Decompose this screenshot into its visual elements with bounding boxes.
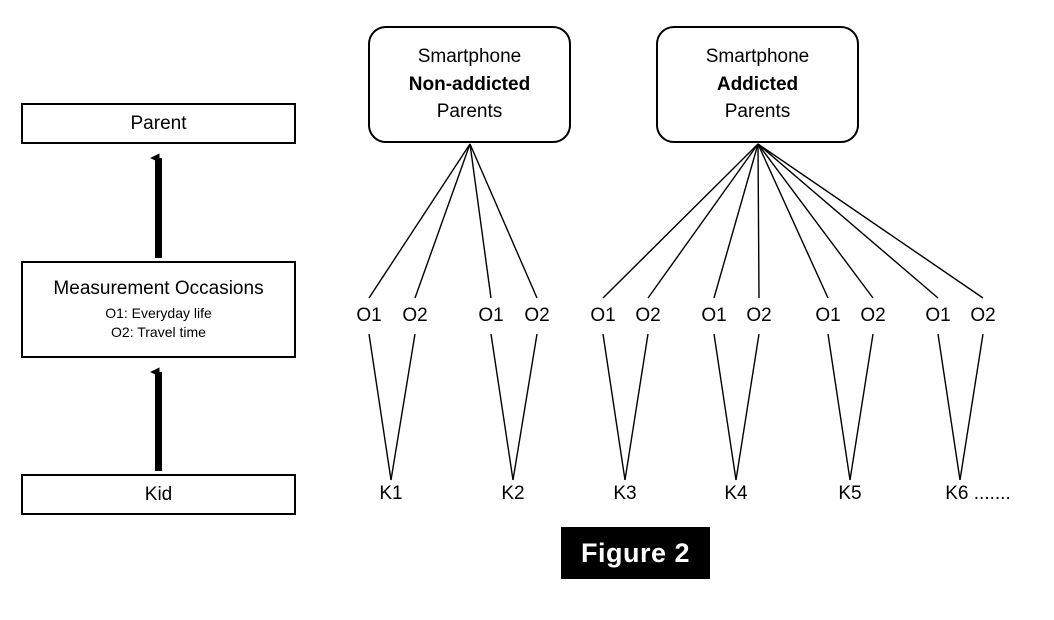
node-measurement-occasions: Measurement Occasions O1: Everyday life … [21,261,296,358]
group-addicted-line1: Smartphone [705,46,810,68]
occasion-label-5: O1 [590,305,616,326]
node-measurement-occasions-title: Measurement Occasions [53,278,264,300]
group-non-addicted-line1: Smartphone [417,46,522,68]
node-kid: Kid [21,474,296,515]
kid-label-3: K3 [613,483,637,504]
occasion-label-9: O1 [815,305,841,326]
occasion-label-3: O1 [478,305,504,326]
kid-label-2: K2 [501,483,525,504]
group-addicted-parents: Smartphone Addicted Parents [656,26,859,143]
group-non-addicted-line2: Non-addicted [408,73,531,95]
occasion-label-12: O2 [970,305,996,326]
fan-non-addicted [368,143,538,299]
occasion-label-7: O1 [701,305,727,326]
occasion-label-4: O2 [524,305,550,326]
kid-label-6: K6 ....... [945,483,1011,504]
kid-label-1: K1 [379,483,403,504]
group-non-addicted-parents: Smartphone Non-addicted Parents [368,26,571,143]
node-kid-title: Kid [144,483,173,505]
node-parent: Parent [21,103,296,144]
occasion-definition-o1: O1: Everyday life [105,304,212,321]
occasion-label-11: O1 [925,305,951,326]
group-addicted-line2: Addicted [716,73,799,95]
node-parent-title: Parent [130,112,187,134]
group-non-addicted-line3: Parents [436,101,503,123]
v-connectors-occasion-to-kid [368,333,984,481]
figure-caption-banner: Figure 2 [561,527,710,579]
occasion-label-8: O2 [746,305,772,326]
occasion-definition-o2: O2: Travel time [111,323,206,340]
kid-label-5: K5 [838,483,862,504]
occasion-label-6: O2 [635,305,661,326]
occasion-label-1: O1 [356,305,382,326]
occasion-label-2: O2 [402,305,428,326]
group-addicted-line3: Parents [724,101,791,123]
kid-label-4: K4 [724,483,748,504]
fan-addicted [602,143,984,299]
occasion-label-10: O2 [860,305,886,326]
